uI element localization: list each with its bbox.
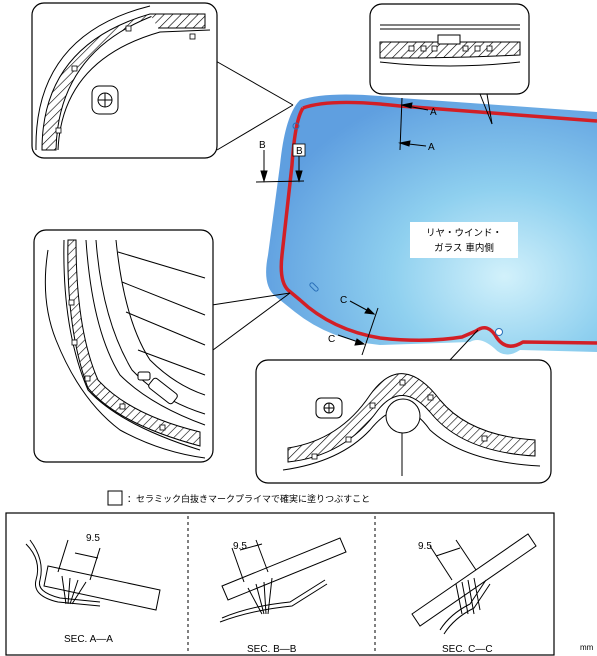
section-b-b-drawing bbox=[219, 537, 347, 623]
section-a-label-upper: A bbox=[430, 107, 437, 118]
legend-text: ：セラミック白抜きマークプライマで確実に塗りつぶすこと bbox=[127, 493, 370, 505]
callout-leaders bbox=[211, 59, 493, 361]
sec-a-title: SEC. A—A bbox=[64, 634, 113, 645]
glass-name-line2: ガラス 車内側 bbox=[434, 242, 494, 254]
callout-bottom-notch bbox=[255, 359, 552, 484]
clip-mark bbox=[309, 282, 319, 292]
retainer-mark bbox=[292, 122, 300, 130]
glass-name-box bbox=[410, 222, 518, 258]
sec-c-title: SEC. C—C bbox=[442, 644, 493, 655]
urethane-bead bbox=[279, 100, 597, 348]
section-b-label-left: B bbox=[259, 140, 266, 151]
section-c-c-drawing bbox=[411, 533, 537, 635]
dim-label-b: 9.5 bbox=[233, 541, 247, 552]
sec-b-title: SEC. B—B bbox=[247, 644, 297, 655]
hole-mark bbox=[495, 328, 503, 336]
section-a-label-lower: A bbox=[428, 142, 435, 153]
callout-upper-right-edge bbox=[369, 3, 530, 95]
legend: ：セラミック白抜きマークプライマで確実に塗りつぶすこと bbox=[107, 490, 370, 506]
section-a-a-drawing bbox=[25, 539, 161, 611]
dim-label-c: 9.5 bbox=[418, 541, 432, 552]
callout-upper-left-corner bbox=[31, 2, 218, 159]
unit-label: mm bbox=[580, 643, 594, 652]
rear-window-glass: リヤ・ウインド・ ガラス 車内側 bbox=[266, 94, 597, 355]
callout-lower-left-corner bbox=[33, 229, 214, 463]
section-b-label-right: B bbox=[296, 146, 303, 157]
section-cut-lines bbox=[255, 97, 429, 356]
glass-name-line1: リヤ・ウインド・ bbox=[426, 228, 502, 239]
section-c-label-lower: C bbox=[328, 334, 335, 345]
dim-label-a: 9.5 bbox=[86, 533, 100, 544]
section-c-label-upper: C bbox=[340, 295, 347, 306]
legend-swatch bbox=[107, 490, 123, 506]
retainer-clip-icon bbox=[91, 85, 119, 115]
side-clip-icon bbox=[137, 371, 178, 405]
